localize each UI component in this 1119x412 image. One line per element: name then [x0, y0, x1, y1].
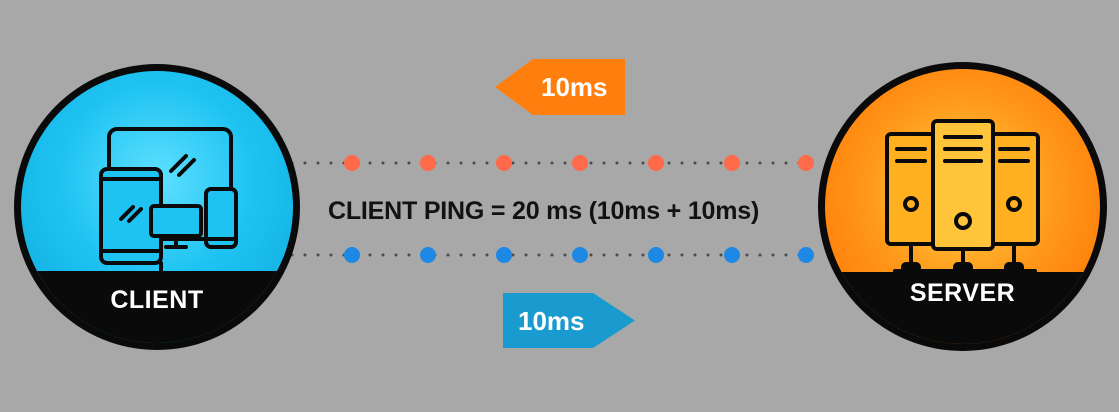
- packet-dot: [798, 155, 814, 171]
- packet-dot: [798, 247, 814, 263]
- client-circle: CLIENT: [21, 71, 293, 343]
- downstream-dotted-line: [290, 247, 824, 263]
- server-label-band: [825, 272, 1100, 344]
- packet-dot: [648, 155, 664, 171]
- client-node: CLIENT: [14, 64, 300, 350]
- client-label-band: [21, 271, 293, 343]
- packet-dot: [496, 155, 512, 171]
- packet-dot: [648, 247, 664, 263]
- upstream-dotted-line: [290, 155, 824, 171]
- packet-dot: [572, 247, 588, 263]
- server-circle: SERVER: [825, 69, 1100, 344]
- packet-dot: [572, 155, 588, 171]
- packet-dot: [724, 155, 740, 171]
- client-label: CLIENT: [110, 286, 204, 314]
- packet-dot: [496, 247, 512, 263]
- packet-dot: [420, 155, 436, 171]
- devices-icon: [97, 127, 238, 296]
- packet-dot: [420, 247, 436, 263]
- downstream-latency-label: 10ms: [518, 306, 585, 336]
- server-node: SERVER: [818, 62, 1107, 351]
- upstream-latency-label: 10ms: [541, 72, 608, 102]
- server-label: SERVER: [909, 279, 1016, 307]
- downstream-latency-arrow: 10ms: [503, 293, 635, 348]
- packet-dot: [344, 155, 360, 171]
- upstream-latency-arrow: 10ms: [495, 59, 625, 115]
- packet-dot: [344, 247, 360, 263]
- packet-dot: [724, 247, 740, 263]
- ping-caption: CLIENT PING = 20 ms (10ms + 10ms): [328, 197, 760, 225]
- arrow-left-icon: [495, 59, 625, 115]
- server-rack-icon: [885, 119, 1040, 280]
- arrow-right-icon: [503, 293, 635, 348]
